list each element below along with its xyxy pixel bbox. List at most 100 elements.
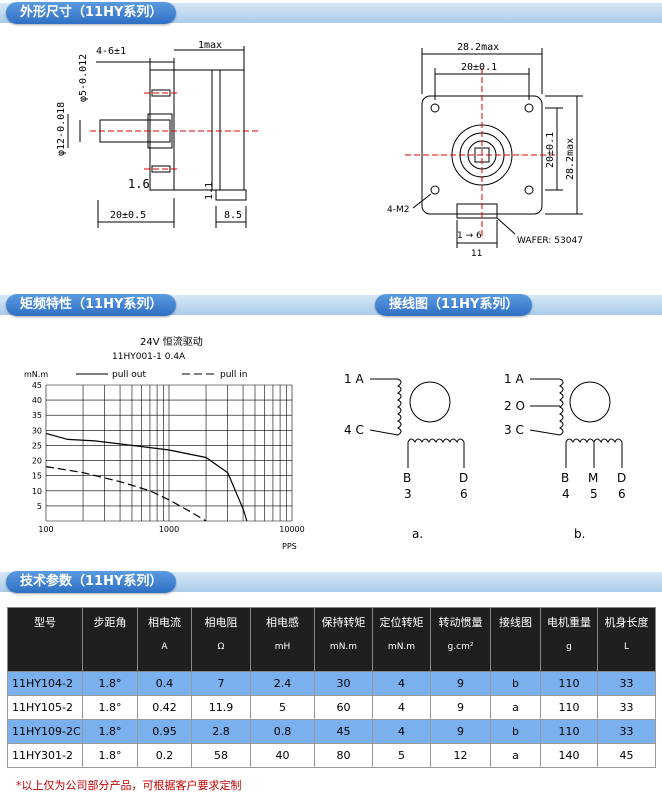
spec-header-cell: 型号 bbox=[7, 607, 83, 672]
spec-header-cell: 电机重量 g bbox=[540, 607, 598, 672]
spec-header-label: 转动惯量 bbox=[438, 616, 483, 629]
dim-20: 20±0.5 bbox=[110, 210, 146, 221]
wiring-b-n3: 6 bbox=[618, 487, 626, 501]
spec-header-label: 电机重量 bbox=[547, 616, 591, 629]
spec-cell: 11HY104-2 bbox=[7, 671, 83, 696]
spec-cell: 0.4 bbox=[137, 671, 192, 696]
wiring-b-l3: 3 C bbox=[504, 423, 524, 437]
y-tick-label: 5 bbox=[37, 502, 42, 511]
dim-flat: 1.6 bbox=[128, 177, 150, 191]
front-pins-label: 1 → 6 bbox=[457, 231, 482, 241]
section-title-torque: 矩频特性（11HY系列） bbox=[6, 294, 177, 316]
spec-cell: 60 bbox=[314, 695, 373, 720]
spec-cell: 30 bbox=[314, 671, 373, 696]
front-dim-282-top: 28.2max bbox=[457, 42, 499, 53]
dim-shaft-dia: φ5-0.012 bbox=[78, 54, 89, 102]
spec-header-cell: 机身长度 L bbox=[597, 607, 656, 672]
spec-cell: 140 bbox=[540, 743, 598, 768]
wiring-diagrams: 1 A 4 C B D 3 6 a. 1 A 2 O 3 C B M D 4 5… bbox=[344, 372, 626, 541]
spec-cell: 33 bbox=[597, 719, 656, 744]
spec-header-label: 定位转矩 bbox=[379, 616, 424, 629]
front-dim-20-right: 20±0.1 bbox=[545, 132, 556, 168]
front-dim-282-right: 28.2max bbox=[565, 138, 576, 180]
spec-cell: 5 bbox=[250, 695, 315, 720]
spec-header-unit: mN.m bbox=[329, 642, 358, 652]
spec-cell: a bbox=[490, 695, 541, 720]
wiring-b-caption: b. bbox=[574, 527, 585, 541]
y-tick-label: 10 bbox=[32, 487, 42, 496]
spec-header-cell: 接线图 bbox=[490, 607, 541, 672]
wiring-b-b2: M bbox=[588, 471, 598, 485]
wiring-b-l2: 2 O bbox=[504, 399, 525, 413]
spec-cell: 0.95 bbox=[137, 719, 192, 744]
spec-cell: 12 bbox=[430, 743, 491, 768]
wiring-a-n1: 3 bbox=[404, 487, 412, 501]
wiring-a-n2: 6 bbox=[460, 487, 468, 501]
spec-cell: 11HY301-2 bbox=[7, 743, 83, 768]
chart-header2: 11HY001-1 0.4A bbox=[112, 352, 186, 362]
spec-header-cell: 步距角 bbox=[82, 607, 138, 672]
y-tick-label: 15 bbox=[32, 472, 42, 481]
series-pull-out bbox=[45, 432, 248, 522]
spec-cell: 58 bbox=[191, 743, 251, 768]
x-tick-label: 1000 bbox=[159, 525, 179, 534]
front-view-drawing: 28.2max 20±0.1 20±0.1 28.2max 4-M2 1 → 6… bbox=[387, 42, 583, 259]
spec-header-unit: L bbox=[623, 642, 629, 652]
wiring-a-l1: 1 A bbox=[344, 372, 364, 386]
section-title-wiring: 接线图（11HY系列） bbox=[375, 294, 533, 316]
wiring-b-l1: 1 A bbox=[504, 372, 524, 386]
dim-85: 8.5 bbox=[224, 210, 242, 221]
spec-cell: 0.2 bbox=[137, 743, 192, 768]
spec-cell: 4 bbox=[372, 719, 431, 744]
spec-cell: 5 bbox=[372, 743, 431, 768]
legend-pull-in: pull in bbox=[220, 370, 247, 380]
spec-header-unit: g bbox=[566, 642, 572, 652]
spec-cell: 4 bbox=[372, 695, 431, 720]
x-tick-label: 100 bbox=[38, 525, 53, 534]
spec-cell: 4 bbox=[372, 671, 431, 696]
footer-note: *以上仅为公司部分产品，可根据客户要求定制 bbox=[16, 779, 242, 792]
spec-cell: 9 bbox=[430, 719, 491, 744]
spec-cell: 9 bbox=[430, 671, 491, 696]
front-pin-width: 11 bbox=[471, 249, 482, 259]
front-connector-label: WAFER: 53047 bbox=[517, 236, 583, 246]
wiring-b-b3: D bbox=[617, 471, 626, 485]
spec-header-label: 保持转矩 bbox=[321, 616, 366, 629]
spec-cell: 45 bbox=[597, 743, 656, 768]
dim-top-left: 4-6±1 bbox=[96, 46, 126, 57]
side-view-drawing: 4-6±1 1max φ5-0.012 φ12-0.018 1.6 1.1 20… bbox=[56, 40, 260, 228]
wiring-a-b2: D bbox=[459, 471, 468, 485]
chart-xunit: PPS bbox=[282, 542, 297, 551]
wiring-b-n2: 5 bbox=[590, 487, 598, 501]
y-tick-label: 25 bbox=[32, 441, 42, 450]
spec-header-cell: 相电感 mH bbox=[250, 607, 315, 672]
spec-cell: 0.8 bbox=[250, 719, 315, 744]
x-tick-label: 10000 bbox=[279, 525, 304, 534]
spec-header-label: 相电感 bbox=[266, 616, 299, 629]
series-pull-in bbox=[45, 466, 207, 522]
spec-header-label: 型号 bbox=[34, 616, 56, 629]
chart-header1: 24V 恒流驱动 bbox=[140, 335, 203, 348]
dim-flange: 1.1 bbox=[204, 182, 215, 200]
section-title-dimensions: 外形尺寸（11HY系列） bbox=[6, 2, 177, 24]
y-tick-label: 30 bbox=[32, 426, 42, 435]
torque-chart: 24V 恒流驱动 11HY001-1 0.4A mN.m pull out pu… bbox=[24, 335, 305, 551]
spec-header-label: 机身长度 bbox=[604, 616, 649, 629]
spec-header-unit: mH bbox=[274, 642, 291, 652]
spec-cell: 1.8° bbox=[82, 719, 138, 744]
spec-cell: 1.8° bbox=[82, 695, 138, 720]
dim-boss-dia: φ12-0.018 bbox=[56, 102, 67, 156]
spec-cell: 1.8° bbox=[82, 743, 138, 768]
spec-cell: b bbox=[490, 719, 541, 744]
spec-cell: 0.42 bbox=[137, 695, 192, 720]
spec-header-unit: A bbox=[161, 642, 168, 652]
y-tick-label: 35 bbox=[32, 411, 42, 420]
front-dim-20-top: 20±0.1 bbox=[461, 62, 497, 73]
spec-cell: 110 bbox=[540, 719, 598, 744]
